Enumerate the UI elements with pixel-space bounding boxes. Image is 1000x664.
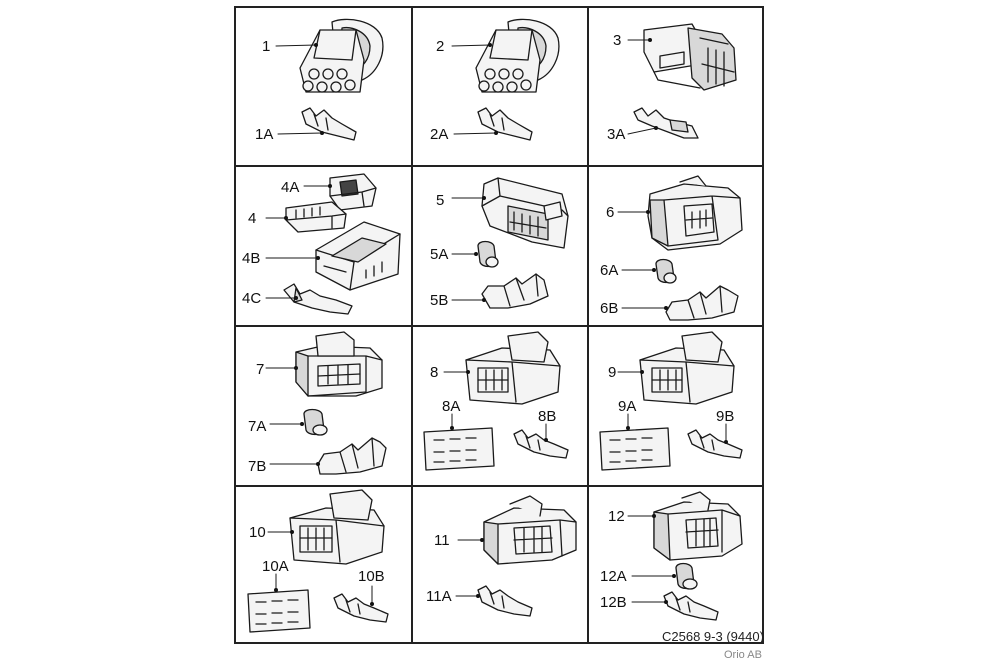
connector-12-drawing [627,491,743,621]
cell-10: 10 10A 10B [236,486,410,642]
part-label: 7 [256,361,265,378]
cell-4: 4A 4 4B 4C [236,166,410,322]
part-label: 8 [430,364,439,381]
connector-9-drawing [599,331,743,471]
part-label: 1 [262,38,271,55]
grid-divider-h1 [236,165,762,167]
part-label: 12A [600,568,627,585]
cell-7: 7 7A 7B [236,326,410,482]
connector-10-drawing [247,489,389,633]
part-label: 6 [606,204,615,221]
cell-9: 9 9A 9B [588,326,762,482]
part-label: 5 [436,192,445,209]
part-label: 10B [358,568,385,585]
part-label: 4B [242,250,261,267]
connector-7-drawing [265,331,387,475]
connector-3-drawing [627,23,737,139]
part-label: 6A [600,262,619,279]
part-label: 1A [255,126,274,143]
part-label: 10A [262,558,289,575]
cell-6: 6 6A 6B [588,166,762,322]
part-label: 6B [600,300,619,317]
part-label: 4C [242,290,262,307]
publisher-credit: Orio AB [724,649,762,661]
connector-6-drawing [617,175,743,321]
part-label: 10 [249,524,266,541]
part-label: 4A [281,179,300,196]
part-label: 12 [608,508,625,525]
part-label: 3 [613,32,622,49]
connector-11-drawing [455,495,577,617]
part-label: 9B [716,408,735,425]
connector-1-drawing [275,18,384,141]
part-label: 7A [248,418,267,435]
part-label: 3A [607,126,626,143]
part-label: 9 [608,364,617,381]
part-label: 4 [248,210,257,227]
cell-11: 11 11A [412,486,586,642]
part-label: 9A [618,398,637,415]
grid-divider-h2 [236,325,762,327]
cell-8: 8 8A 8B [412,326,586,482]
part-label: 2 [436,38,445,55]
diagram-code: C2568 9-3 (9440) [662,629,764,644]
part-label: 12B [600,594,627,611]
part-label: 5B [430,292,449,309]
part-label: 8A [442,398,461,415]
cell-3: 3 3A [588,8,762,164]
connector-4-drawing [265,173,401,315]
part-label: 5A [430,246,449,263]
cell-2: 2 2A [412,8,586,164]
cell-5: 5 5A 5B [412,166,586,322]
cell-12: 12 12A 12B [588,486,762,642]
connector-2-drawing [451,18,560,141]
cell-1: 1 1A [236,8,410,164]
connector-parts-grid [234,6,764,644]
part-label: 2A [430,126,449,143]
grid-divider-h3 [236,485,762,487]
connector-5-drawing [451,177,569,309]
part-label: 8B [538,408,557,425]
connector-8-drawing [423,331,569,471]
part-label: 11A [426,588,452,605]
part-label: 11 [434,532,450,549]
part-label: 7B [248,458,267,475]
